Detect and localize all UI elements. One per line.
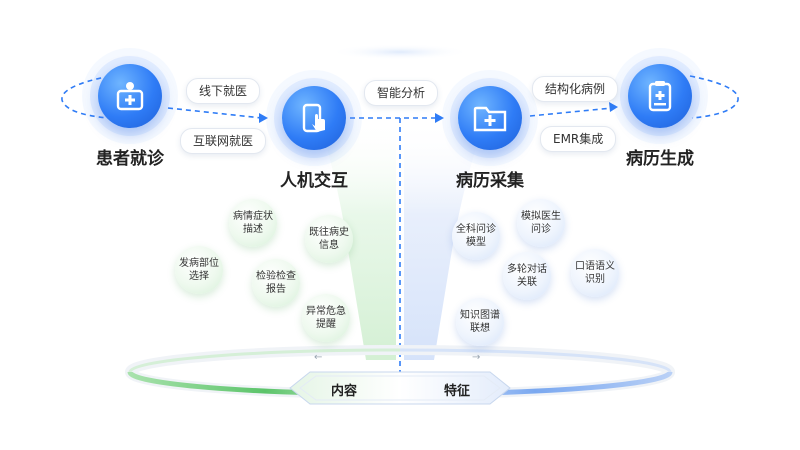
content-bubble[interactable]: 发病部位选择: [175, 246, 223, 294]
touch-phone-icon: [282, 86, 346, 150]
clipboard-medical-icon: [628, 64, 692, 128]
pill-online-visit[interactable]: 互联网就医: [180, 128, 267, 154]
content-bubble[interactable]: 检验检查报告: [252, 259, 300, 307]
top-glow: [330, 44, 470, 60]
feature-bubble[interactable]: 模拟医生问诊: [517, 199, 565, 247]
hospital-bag-icon: [98, 64, 162, 128]
flow-arrow-1: [259, 113, 268, 123]
node-title: 人机交互: [280, 171, 348, 191]
feature-bubble[interactable]: 知识图谱联想: [456, 298, 504, 346]
content-bubble[interactable]: 既往病史信息: [305, 215, 353, 263]
base-ring-left-top: [128, 348, 401, 373]
flow-line-3: [529, 107, 613, 117]
flow-line-1: [167, 107, 263, 119]
flow-arrow-2: [435, 113, 444, 123]
flow-arrow-3: [609, 102, 618, 112]
feature-bubble[interactable]: 全科问诊模型: [452, 212, 500, 260]
pill-offline-visit[interactable]: 线下就医: [186, 78, 261, 104]
orbit-left-arc: [61, 75, 111, 119]
base-hex-plate: [289, 371, 511, 405]
orbit-right-arc: [689, 75, 739, 119]
content-bubble[interactable]: 异常危急提醒: [302, 294, 350, 342]
pill-emr-integration[interactable]: EMR集成: [540, 126, 617, 152]
funnel-right-blue: [404, 118, 486, 360]
base-hex-inner: [299, 375, 501, 401]
feature-bubble[interactable]: 多轮对话关联: [503, 252, 551, 300]
base-label-content: 内容: [331, 384, 358, 399]
node-human-machine[interactable]: 人机交互: [274, 86, 354, 191]
node-record-collection[interactable]: 病历采集: [450, 86, 530, 191]
pill-structured-record[interactable]: 结构化病例: [532, 76, 619, 102]
pill-smart-analysis[interactable]: 智能分析: [364, 80, 439, 106]
node-patient-visit[interactable]: 患者就诊: [90, 64, 170, 169]
medical-folder-icon: [458, 86, 522, 150]
node-title: 病历采集: [456, 171, 524, 191]
left-arrow-hint: ←: [314, 352, 323, 363]
node-record-generation[interactable]: 病历生成: [620, 64, 700, 169]
funnel-left-green: [318, 118, 396, 360]
content-bubble[interactable]: 病情症状描述: [229, 199, 277, 247]
right-arrow-hint: →: [472, 352, 481, 363]
node-title: 患者就诊: [96, 149, 164, 169]
feature-bubble[interactable]: 口语语义识别: [571, 249, 619, 297]
base-ring-right-top: [399, 348, 672, 373]
node-title: 病历生成: [626, 149, 694, 169]
base-label-feature: 特征: [444, 384, 471, 399]
